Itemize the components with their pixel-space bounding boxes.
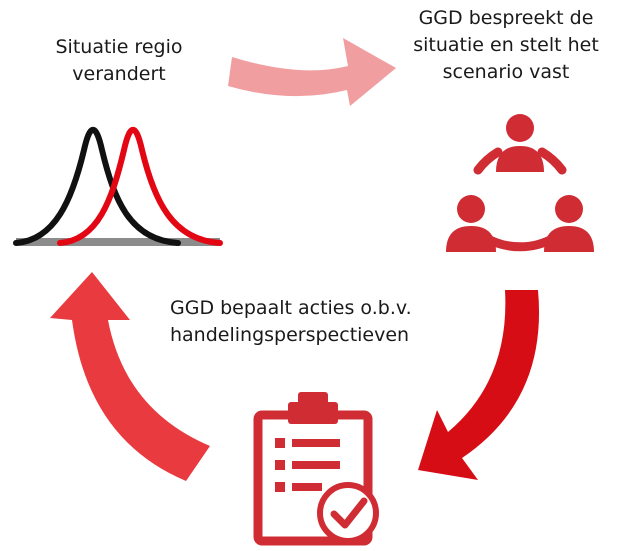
label-line: handelingsperspectieven [170,324,410,346]
clipboard-checklist-icon [253,392,379,546]
label-ggd-discusses: GGD bespreekt de situatie en stelt het s… [392,5,620,86]
people-circle-icon [446,114,594,252]
arrow-right-down [418,290,540,480]
label-line: GGD bespreekt de [418,7,594,29]
label-line: situatie en stelt het [413,34,599,56]
label-situation-change: Situatie regio verandert [14,34,224,88]
label-ggd-actions: GGD bepaalt acties o.b.v. handelingspers… [170,295,470,349]
arrow-left-up [50,272,210,481]
label-line: verandert [72,63,166,85]
arrow-top-right [228,38,396,106]
label-line: scenario vast [442,61,570,83]
label-line: GGD bepaalt acties o.b.v. [170,297,412,319]
label-line: Situatie regio [55,36,183,58]
two-bell-curves-icon [13,126,223,246]
